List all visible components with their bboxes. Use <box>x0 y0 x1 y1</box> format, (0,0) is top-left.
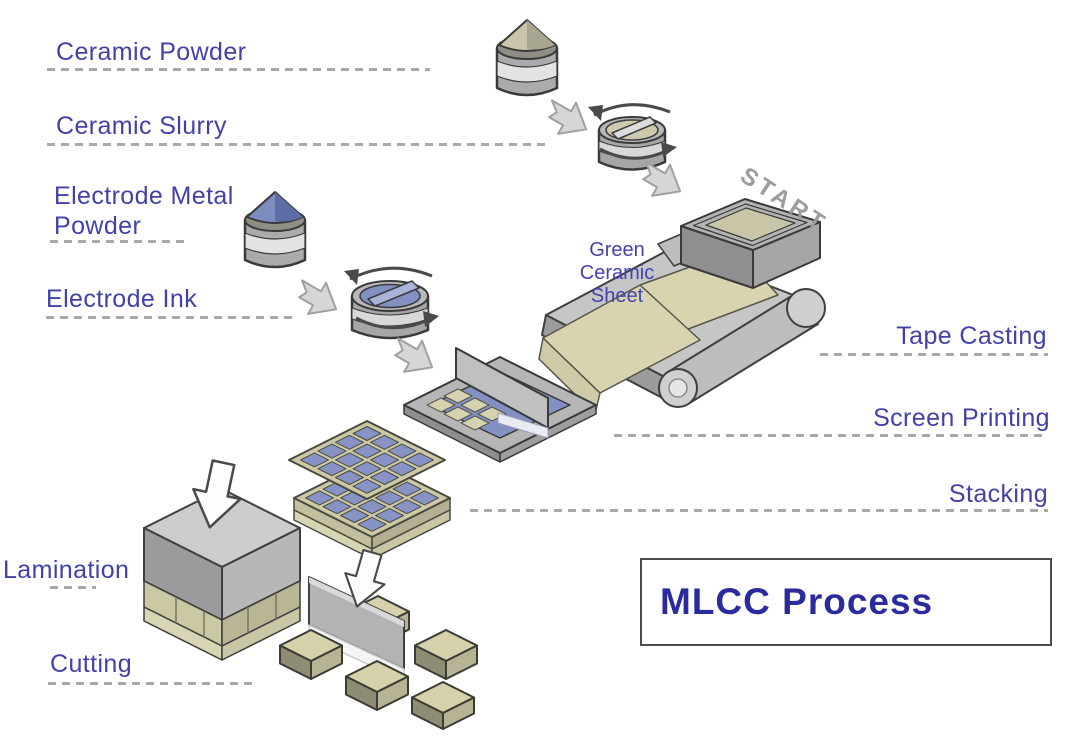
label-electrode-metal-powder: Electrode Metal Powder <box>54 181 234 241</box>
label-electrode-metal-powder-line1: Electrode Metal <box>54 182 234 210</box>
leader-line-lamination <box>50 586 96 589</box>
label-electrode-metal-powder-line2: Powder <box>54 212 142 240</box>
cut-chips-front <box>279 629 475 730</box>
annotation-green-ceramic-sheet: Green Ceramic Sheet <box>556 239 678 308</box>
cutting-station-illustration <box>279 545 478 730</box>
leader-line-cutting <box>48 682 256 685</box>
leader-line-tape-casting <box>820 353 1048 356</box>
flow-arrow-icon <box>288 270 347 326</box>
rotation-arrow-icon <box>344 266 439 330</box>
electrode-ink-mixer-illustration <box>344 266 439 340</box>
leader-line-stacking <box>470 509 1048 512</box>
screen-printing-unit-illustration <box>403 347 597 463</box>
label-electrode-ink: Electrode Ink <box>46 285 198 313</box>
squeegee-blade-illustration <box>455 347 549 439</box>
label-screen-printing: Screen Printing <box>873 404 1050 432</box>
leader-line-screen-printing <box>614 434 1048 437</box>
label-lamination: Lamination <box>3 556 130 584</box>
label-stacking: Stacking <box>948 480 1048 508</box>
leader-line-ceramic-powder <box>47 68 430 71</box>
flow-arrow-icon <box>538 90 597 146</box>
diagram-title-box: MLCC Process <box>640 558 1052 646</box>
electrode-powder-canister-illustration <box>243 191 307 269</box>
leader-line-electrode-ink <box>46 316 292 319</box>
ceramic-slurry-mixer-illustration <box>588 103 677 171</box>
label-ceramic-slurry: Ceramic Slurry <box>56 112 227 140</box>
rotation-arrow-icon <box>588 103 677 160</box>
leader-line-ceramic-slurry <box>47 143 545 146</box>
label-cutting: Cutting <box>50 650 133 678</box>
ceramic-powder-canister-illustration <box>495 19 559 97</box>
annotation-green-line3: Sheet <box>590 285 644 307</box>
casting-hopper-illustration <box>657 198 821 289</box>
stacked-sheets-illustration <box>288 420 451 560</box>
lamination-press-illustration <box>143 456 301 661</box>
diagram-title: MLCC Process <box>660 581 934 622</box>
leader-line-electrode-metal-powder <box>50 240 186 243</box>
annotation-green-line2: Ceramic <box>579 262 655 284</box>
label-ceramic-powder: Ceramic Powder <box>56 38 247 66</box>
annotation-green-line1: Green <box>589 239 645 261</box>
label-tape-casting: Tape Casting <box>896 322 1047 350</box>
